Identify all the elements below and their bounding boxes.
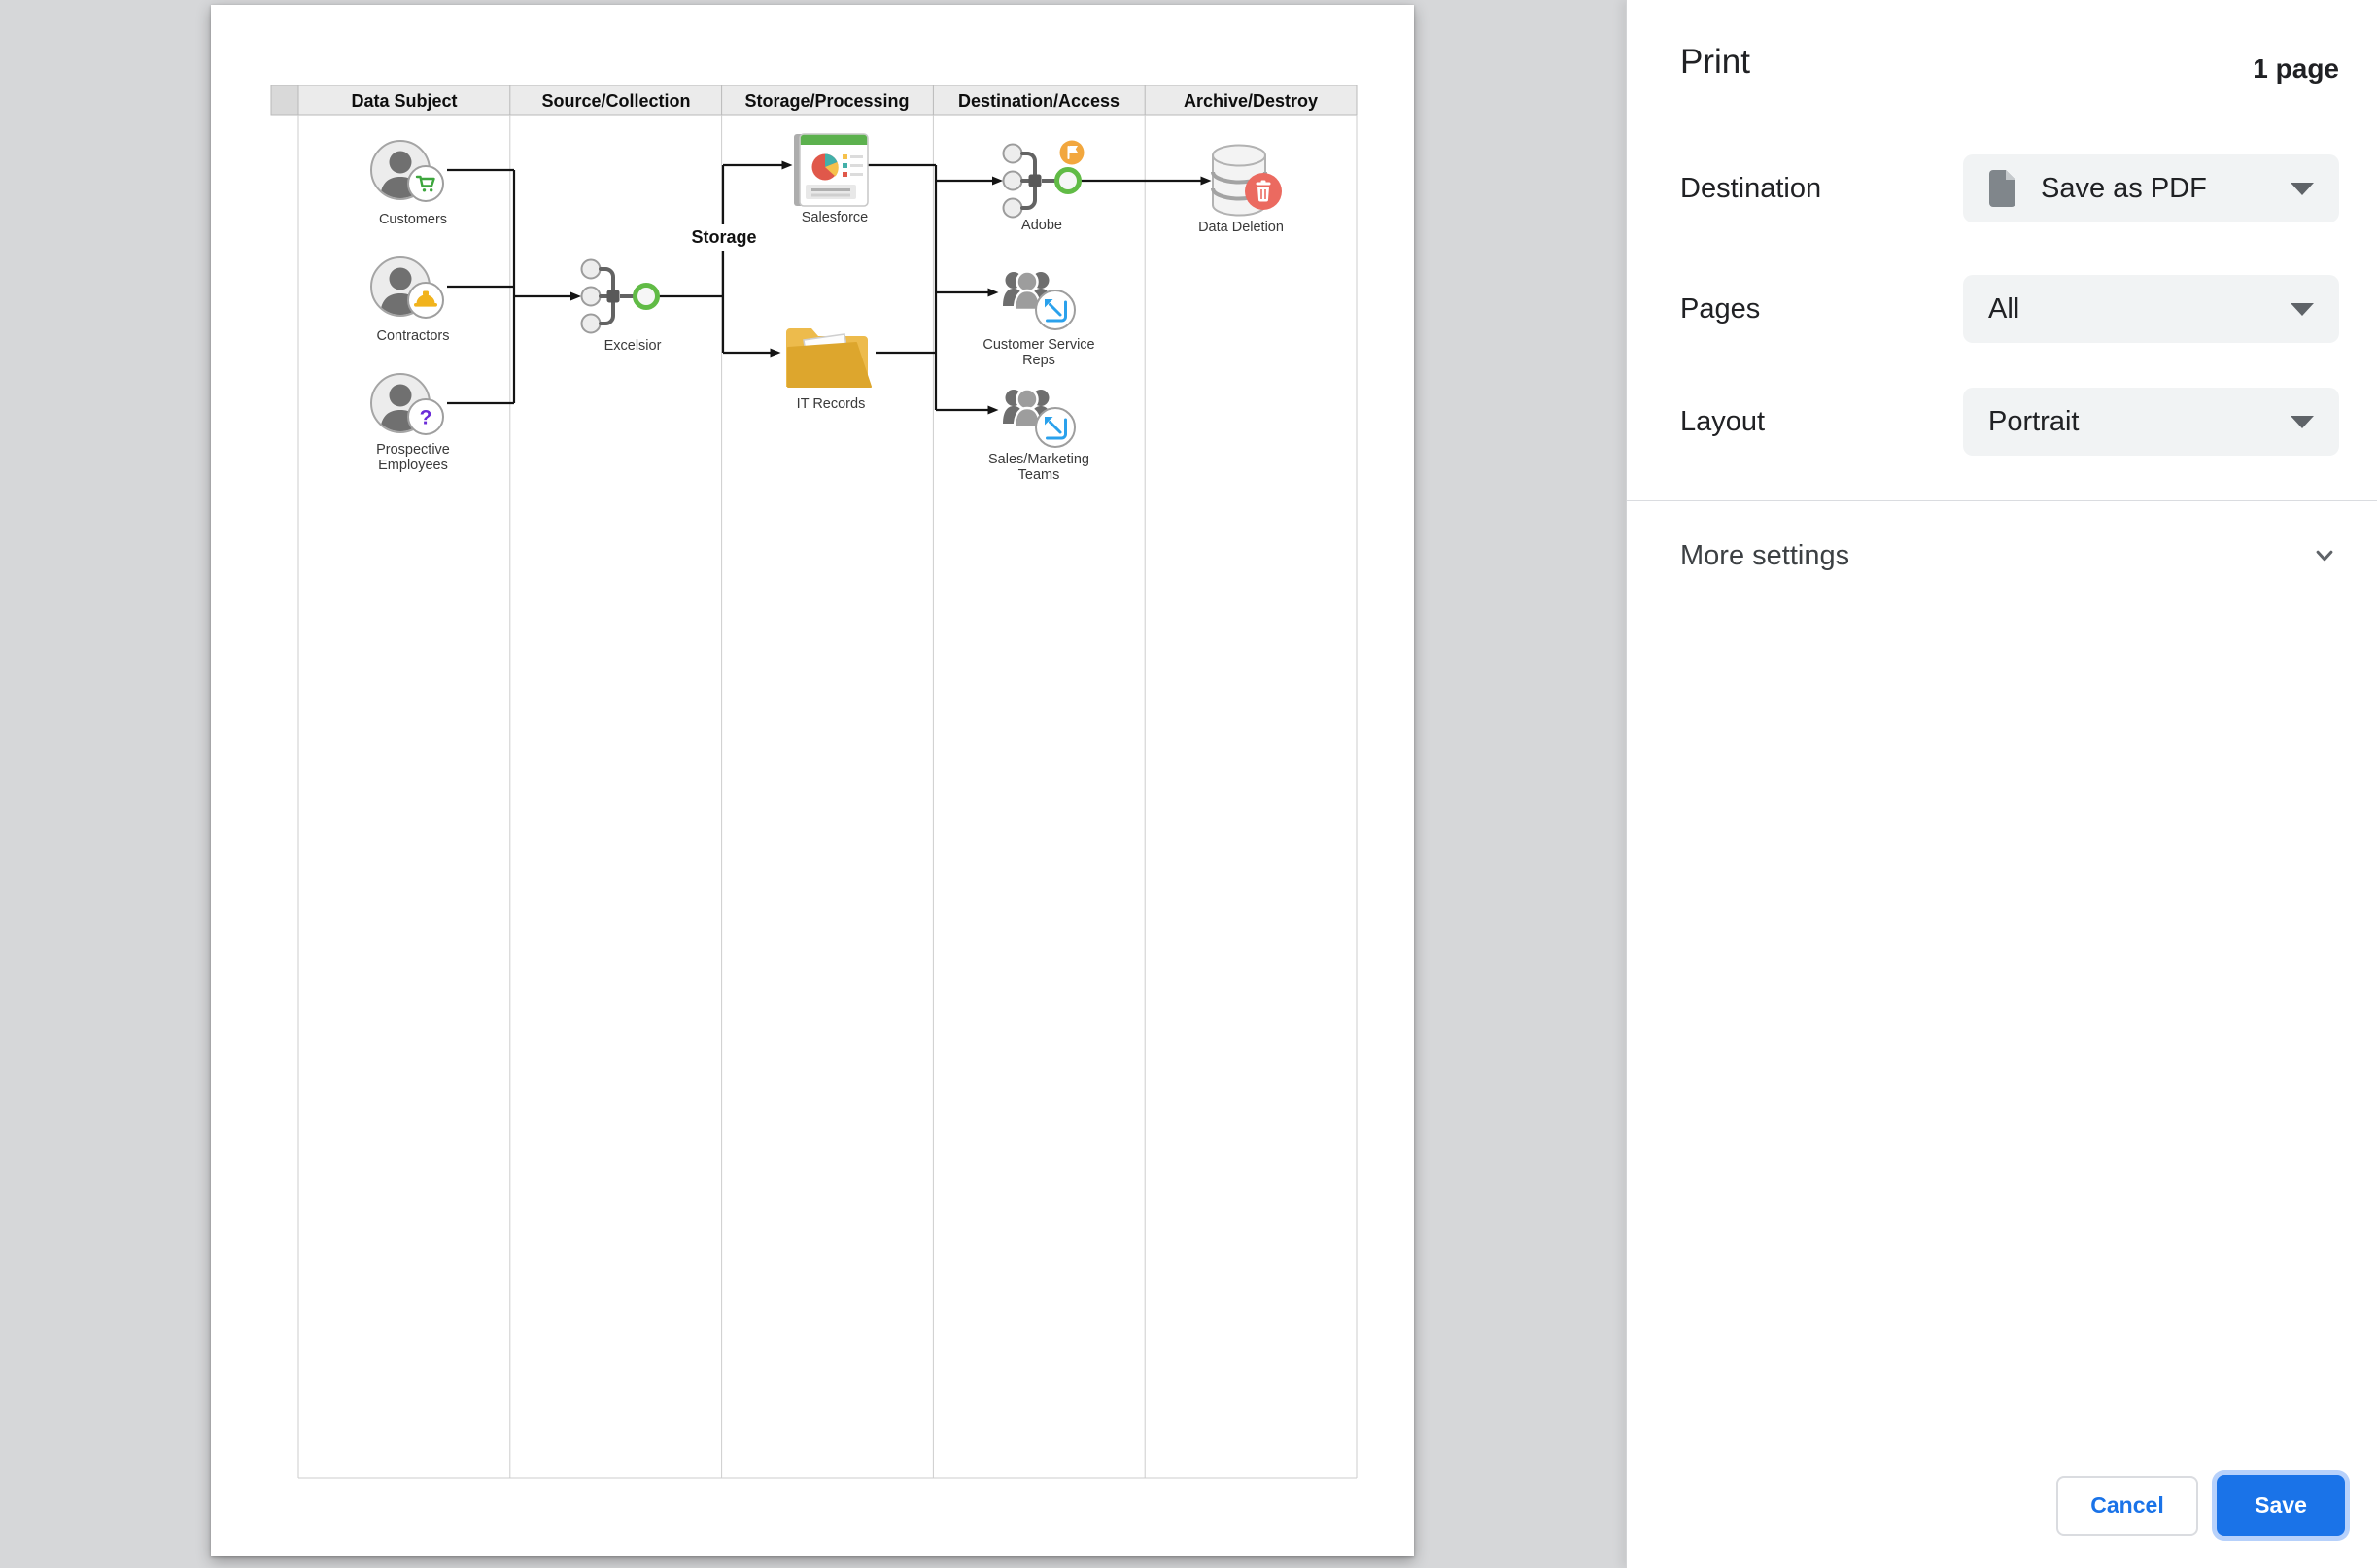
report-icon <box>794 133 869 207</box>
layout-value: Portrait <box>1988 405 2080 437</box>
pages-row: Pages All <box>1680 275 2339 343</box>
svg-text:Salesforce: Salesforce <box>802 210 869 225</box>
lane-header-destination-access: Destination/Access <box>958 91 1120 111</box>
page-count: 1 page <box>2253 53 2339 84</box>
svg-text:Storage: Storage <box>691 227 756 247</box>
print-settings-panel: Print 1 page Destination Save as PDF Pag… <box>1626 0 2377 1568</box>
svg-text:Customers: Customers <box>379 212 447 227</box>
svg-text:Customer Service: Customer Service <box>982 337 1094 353</box>
access-arrow-icon <box>1034 289 1077 331</box>
layout-label: Layout <box>1680 405 1766 437</box>
svg-text:Reps: Reps <box>1022 353 1055 368</box>
pages-select[interactable]: All <box>1963 275 2339 343</box>
layout-select[interactable]: Portrait <box>1963 388 2339 456</box>
svg-text:Contractors: Contractors <box>377 328 450 344</box>
svg-text:Excelsior: Excelsior <box>604 338 662 354</box>
destination-select[interactable]: Save as PDF <box>1963 154 2339 222</box>
lane-header-source-collection: Source/Collection <box>541 91 690 111</box>
chevron-down-icon <box>2291 415 2314 428</box>
access-arrow-icon <box>1034 406 1077 449</box>
chevron-down-icon <box>2291 182 2314 195</box>
section-divider <box>1627 500 2377 501</box>
chevron-down-icon <box>2291 302 2314 316</box>
salesforce-node: Salesforce <box>794 133 869 225</box>
preview-page: Data Subject Source/Collection Storage/P… <box>211 5 1414 1556</box>
contractors-node: Contractors <box>371 257 449 344</box>
more-settings-label: More settings <box>1680 539 1850 571</box>
lane-header-data-subject: Data Subject <box>351 91 457 111</box>
svg-text:Sales/Marketing: Sales/Marketing <box>988 452 1089 467</box>
more-settings-toggle[interactable]: More settings <box>1680 528 2339 583</box>
svg-text:Adobe: Adobe <box>1021 218 1062 233</box>
shopping-cart-icon <box>407 165 444 202</box>
customers-node: Customers <box>371 141 447 227</box>
destination-row: Destination Save as PDF <box>1680 154 2339 222</box>
customer-service-reps-node: Customer Service Reps <box>982 270 1095 368</box>
chevron-down-icon <box>2316 550 2333 562</box>
data-deletion-node: Data Deletion <box>1198 144 1284 235</box>
storage-annotation: Storage <box>689 224 759 251</box>
svg-text:IT Records: IT Records <box>797 396 866 412</box>
adobe-node: Adobe <box>1004 140 1085 233</box>
flag-icon <box>1059 140 1085 165</box>
save-button[interactable]: Save <box>2217 1475 2345 1536</box>
svg-text:Data Deletion: Data Deletion <box>1198 220 1284 235</box>
svg-text:Prospective: Prospective <box>376 442 450 458</box>
cancel-button[interactable]: Cancel <box>2056 1475 2198 1536</box>
svg-text:Teams: Teams <box>1018 467 1060 483</box>
swimlane-frame: Data Subject Source/Collection Storage/P… <box>270 85 1358 1479</box>
destination-label: Destination <box>1680 172 1822 204</box>
question-mark-icon: ? <box>407 398 444 435</box>
pages-label: Pages <box>1680 292 1761 324</box>
svg-text:?: ? <box>420 407 432 429</box>
trash-icon <box>1245 173 1282 210</box>
flow-connectors <box>447 160 1212 415</box>
folder-icon <box>786 328 872 388</box>
document-icon <box>1988 169 2017 208</box>
dialog-footer: Cancel Save <box>2056 1475 2345 1536</box>
hard-hat-icon <box>407 282 444 319</box>
svg-text:Employees: Employees <box>378 458 448 473</box>
prospective-employees-node: ? Prospective Employees <box>371 374 450 473</box>
sales-marketing-teams-node: Sales/Marketing Teams <box>988 388 1089 483</box>
print-preview-area: Data Subject Source/Collection Storage/P… <box>211 5 1414 1556</box>
merge-icon <box>582 260 658 333</box>
pages-value: All <box>1988 292 2020 324</box>
it-records-node: IT Records <box>786 328 872 412</box>
lane-header-storage-processing: Storage/Processing <box>744 91 909 111</box>
dialog-title: Print <box>1680 43 1750 81</box>
lane-header-archive-destroy: Archive/Destroy <box>1184 91 1318 111</box>
excelsior-node: Excelsior <box>582 260 662 354</box>
destination-value: Save as PDF <box>2041 172 2207 204</box>
data-flow-diagram: Data Subject Source/Collection Storage/P… <box>270 85 1358 1479</box>
layout-row: Layout Portrait <box>1680 388 2339 456</box>
